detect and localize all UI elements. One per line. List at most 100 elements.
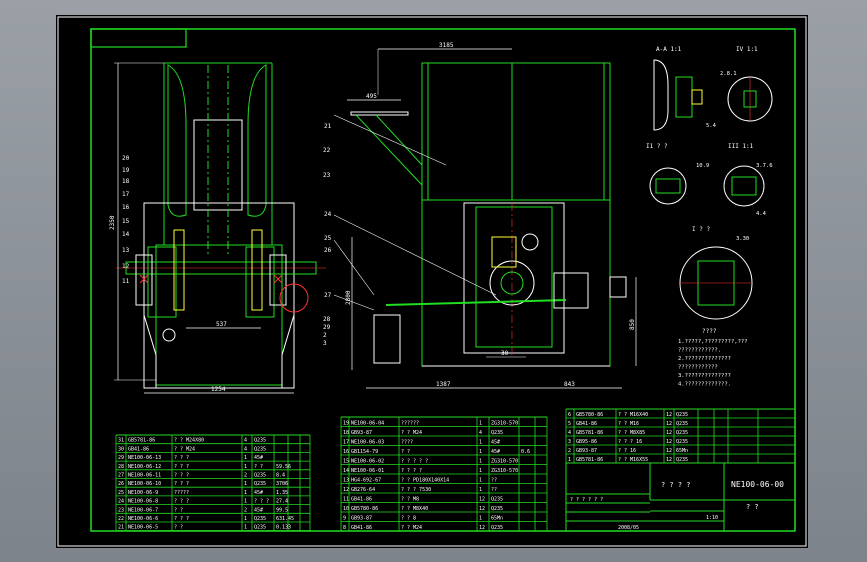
bom-cell: ?? <box>491 478 497 484</box>
scale-placeholder: ? ? <box>746 503 759 511</box>
callout-label: 25 <box>324 235 332 242</box>
bom-cell: ? ? <box>174 507 183 513</box>
bom-cell: ? ? ? <box>254 499 269 505</box>
bom-cell: ? ? PD180X140X14 <box>401 478 449 484</box>
bom-cell: 12 <box>666 412 672 418</box>
bom-cell: 13 <box>343 478 349 484</box>
bom-cell: 16 <box>343 449 349 455</box>
bom-cell: 1 <box>479 440 482 446</box>
callout-label: 2 <box>323 332 327 339</box>
bom-cell: ? ? 16 <box>618 448 636 454</box>
callout-label: 16 <box>122 204 130 211</box>
bom-cell: 12 <box>479 525 485 531</box>
callout-label: 22 <box>323 147 331 154</box>
bom-cell: 1 <box>568 457 571 463</box>
bom-cell: ? ? ? <box>174 473 189 479</box>
callout-label: 15 <box>122 218 130 225</box>
bom-cell: 1 <box>244 525 247 531</box>
detail-label: III 1:1 <box>728 143 754 150</box>
bom-cell: 24 <box>118 499 124 505</box>
bom-cell: 12 <box>666 448 672 454</box>
bom-cell: 2 <box>244 507 247 513</box>
bom-cell: 1 <box>479 421 482 427</box>
bom-cell: 1 <box>244 499 247 505</box>
bom-cell: 3706 <box>276 481 288 487</box>
bom-cell: 12 <box>666 439 672 445</box>
bom-cell: NE100-06-12 <box>128 464 161 470</box>
bom-cell: 2 <box>244 473 247 479</box>
bom-cell: 8.4 <box>276 473 285 479</box>
bom-cell: GB41-86 <box>576 421 597 427</box>
dim-front-inner: 537 <box>216 321 227 328</box>
bom-cell: 22 <box>118 516 124 522</box>
bom-cell: ?????? <box>401 421 419 427</box>
bom-cell: 12 <box>666 457 672 463</box>
bom-cell: ZG310-570 <box>491 468 518 474</box>
bom-cell: Q235 <box>491 497 503 503</box>
dim-side-small: 30 <box>501 350 509 357</box>
bom-cell: 26 <box>118 481 124 487</box>
detail-dimension: 10.9 <box>696 163 709 169</box>
detail-label: I1 ? ? <box>646 143 668 150</box>
bom-cell: 6 <box>568 412 571 418</box>
bom-cell: ? ? <box>401 449 410 455</box>
bom-cell: 12 <box>479 506 485 512</box>
bom-cell: 2 <box>568 448 571 454</box>
callout-label: 26 <box>324 247 332 254</box>
bom-cell: 12 <box>343 487 349 493</box>
bom-cell: Q235 <box>491 506 503 512</box>
note-line: 3.?????????????? <box>678 373 731 379</box>
bom-cell: 17 <box>343 440 349 446</box>
bom-cell: HG4-692-67 <box>351 478 381 484</box>
bom-cell: Q235 <box>491 430 503 436</box>
bom-cell: 1 <box>244 464 247 470</box>
callout-label: 12 <box>122 263 130 270</box>
detail-views <box>649 59 773 320</box>
bom-cell: 29 <box>118 455 124 461</box>
bom-cell: ? ? ? ? ? <box>401 459 428 465</box>
bom-cell: ? ? M8 <box>401 497 419 503</box>
bom-cell: 1 <box>244 455 247 461</box>
bom-cell: ? ? ? <box>174 516 189 522</box>
bom-cell: 27 <box>118 473 124 479</box>
bom-cell: ? ? M24 <box>401 430 422 436</box>
bom-cell: 45# <box>254 490 263 496</box>
bom-cell: ? ? M24 <box>174 446 195 452</box>
bom-cell: ???? <box>401 440 413 446</box>
bom-cell: NE100-06-02 <box>351 459 384 465</box>
bom-cell: ? ? M24 <box>401 525 422 531</box>
bom-cell: GB95-86 <box>576 439 597 445</box>
bom-cell: ? ? ? <box>174 464 189 470</box>
bom-cell: ? ? M8X40 <box>401 506 428 512</box>
bom-cell: 12 <box>666 430 672 436</box>
bom-cell: ?? <box>491 487 497 493</box>
bom-cell: 25 <box>118 490 124 496</box>
detail-dimension: 3.7.6 <box>756 163 773 169</box>
bom-cell: NE100-06-7 <box>128 507 158 513</box>
dim-side-bottom-left: 1387 <box>436 381 451 388</box>
title-block <box>565 462 796 532</box>
bom-cell: NE100-06-03 <box>351 440 384 446</box>
bom-cell: GB1154-79 <box>351 449 378 455</box>
title-small-row-2: 2008/05 <box>618 525 639 531</box>
dim-side-height: 2800 <box>345 290 352 305</box>
bom-cell: GB41-86 <box>128 446 149 452</box>
bom-cell: 21 <box>118 525 124 531</box>
bom-cell: GB41-86 <box>351 497 372 503</box>
detail-dimension: 2.8.1 <box>720 71 737 77</box>
bom-cell: ? ? M16 <box>618 421 639 427</box>
bom-cell: NE100-06-13 <box>128 455 161 461</box>
bom-cell: 99.5 <box>276 507 288 513</box>
bom-cell: ? ? M16X55 <box>618 457 648 463</box>
bom-cell: 12 <box>479 497 485 503</box>
bom-cell: 11 <box>343 497 349 503</box>
detail-label: I ? ? <box>692 226 710 233</box>
bom-cell: 23 <box>118 507 124 513</box>
drawing-number: NE100-06-00 <box>731 480 784 489</box>
bom-cell: 4 <box>244 446 247 452</box>
bom-cell: NE100-06-01 <box>351 468 384 474</box>
bom-cell: 65Mn <box>491 516 503 522</box>
callout-label: 19 <box>122 167 130 174</box>
